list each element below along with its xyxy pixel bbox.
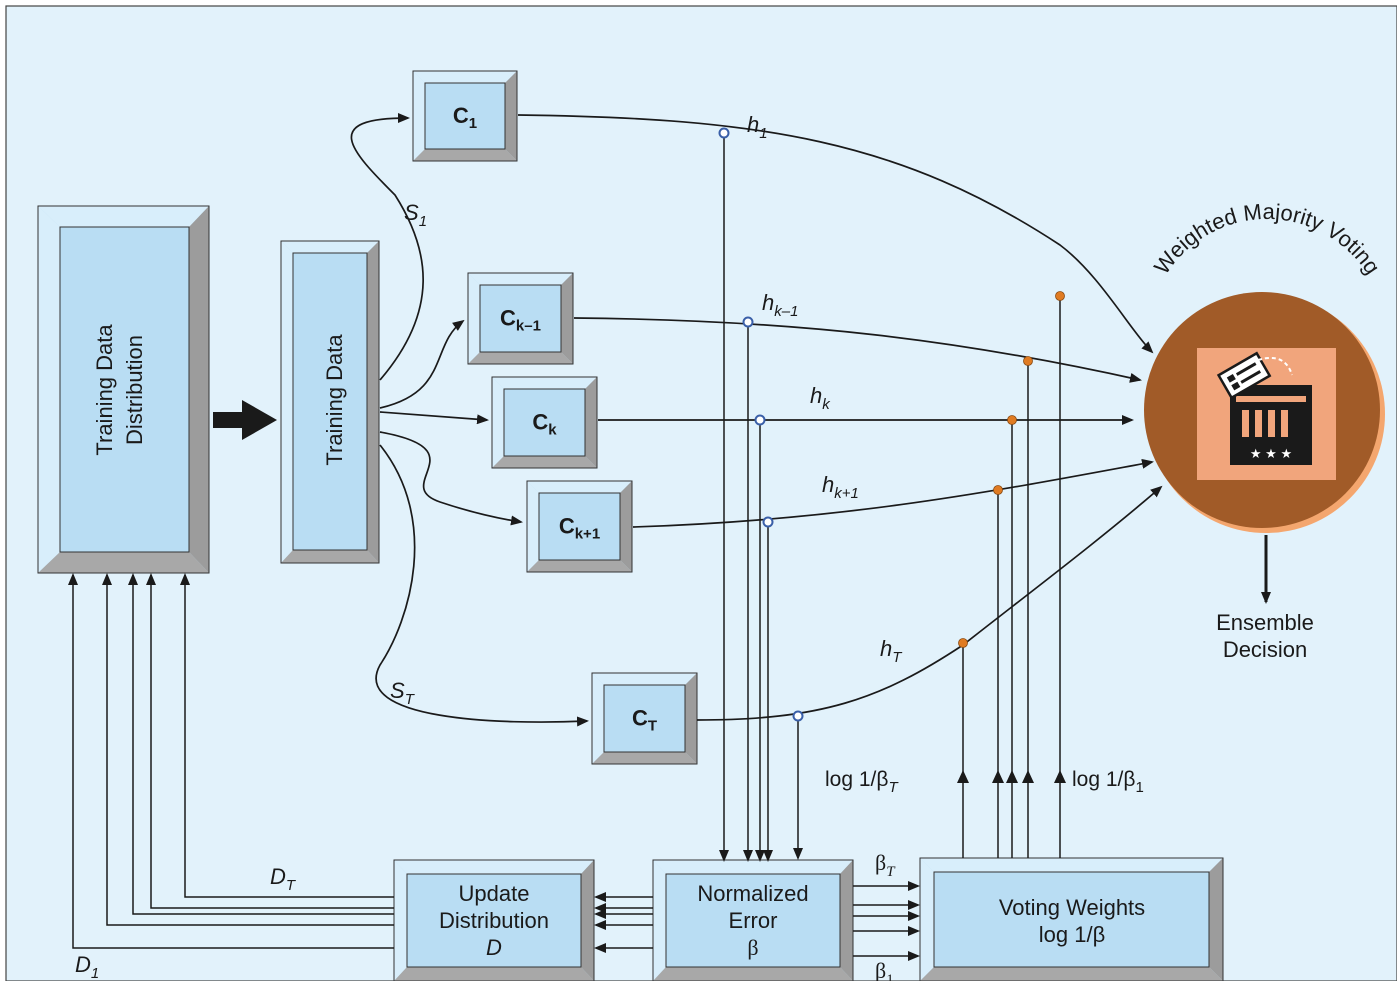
classifier-c1-label: C1 [453,103,477,132]
classifier-ct-box: CT [591,672,698,765]
sample-st-label: ST [390,678,416,708]
hypothesis-h1-label: h1 [747,112,768,142]
open-nodes [718,127,804,722]
ballot-box-icon: ★ ★ ★ [1216,351,1312,465]
weight-up-arrowheads [957,770,1066,783]
sample-curves [350,113,589,727]
classifier-ck-box: Ck [491,376,598,469]
normalized-error-line2: Error [729,908,778,933]
training-data-distribution-line1: Training Data [92,324,117,456]
beta-1-label: β1 [875,958,894,981]
classifier-ck1-box: Ck+1 [526,480,633,573]
hypothesis-hk1-label: hk+1 [822,472,859,502]
ensemble-decision-line2: Decision [1223,637,1307,662]
log-beta-1-label: log 1/β1 [1072,768,1144,796]
training-data-label: Training Data [322,334,347,466]
error-feed-lines [719,133,803,862]
classifier-ck-label: Ck [532,410,557,439]
classifier-ck-1-box: Ck–1 [467,272,574,365]
voting-weights-box: Voting Weights log 1/β [919,857,1224,981]
classifier-ct-label: CT [632,706,657,735]
log-beta-t-label: log 1/βT [825,768,899,796]
classifier-c1-box: C1 [412,70,518,162]
voting-weights-line2: log 1/β [1039,922,1105,947]
error-to-update-lines [594,892,653,953]
hypothesis-hk-label: hk [810,383,831,413]
distribution-dt-label: DT [270,864,297,894]
update-distribution-line2: Distribution [439,908,549,933]
error-to-weights-lines [853,881,920,961]
training-data-distribution-box: Training Data Distribution [37,205,210,574]
training-data-box: Training Data [280,240,380,564]
svg-text:★ ★ ★: ★ ★ ★ [1250,446,1292,461]
update-distribution-box: Update Distribution D [393,859,595,981]
update-distribution-line3: D [486,935,502,960]
ensemble-decision-line1: Ensemble [1216,610,1314,635]
hypothesis-ht-label: hT [880,636,903,666]
distribution-feedback-lines [68,573,394,949]
normalized-error-line3: β [747,935,758,960]
classifier-ck1-label: Ck+1 [559,514,600,543]
normalized-error-box: Normalized Error β [652,859,854,981]
diagram-background [5,5,1397,981]
training-data-distribution-line2: Distribution [122,335,147,445]
voting-weights-line1: Voting Weights [999,895,1145,920]
hypothesis-hk-1-label: hk–1 [762,290,798,320]
big-arrow [213,400,277,440]
sample-s1-label: S1 [404,200,427,230]
update-distribution-line1: Update [459,881,530,906]
normalized-error-line1: Normalized [697,881,808,906]
distribution-d1-label: D1 [75,952,99,981]
classifier-ck-1-label: Ck–1 [500,306,541,335]
filled-nodes [958,291,1065,648]
beta-t-label: βT [875,850,896,880]
